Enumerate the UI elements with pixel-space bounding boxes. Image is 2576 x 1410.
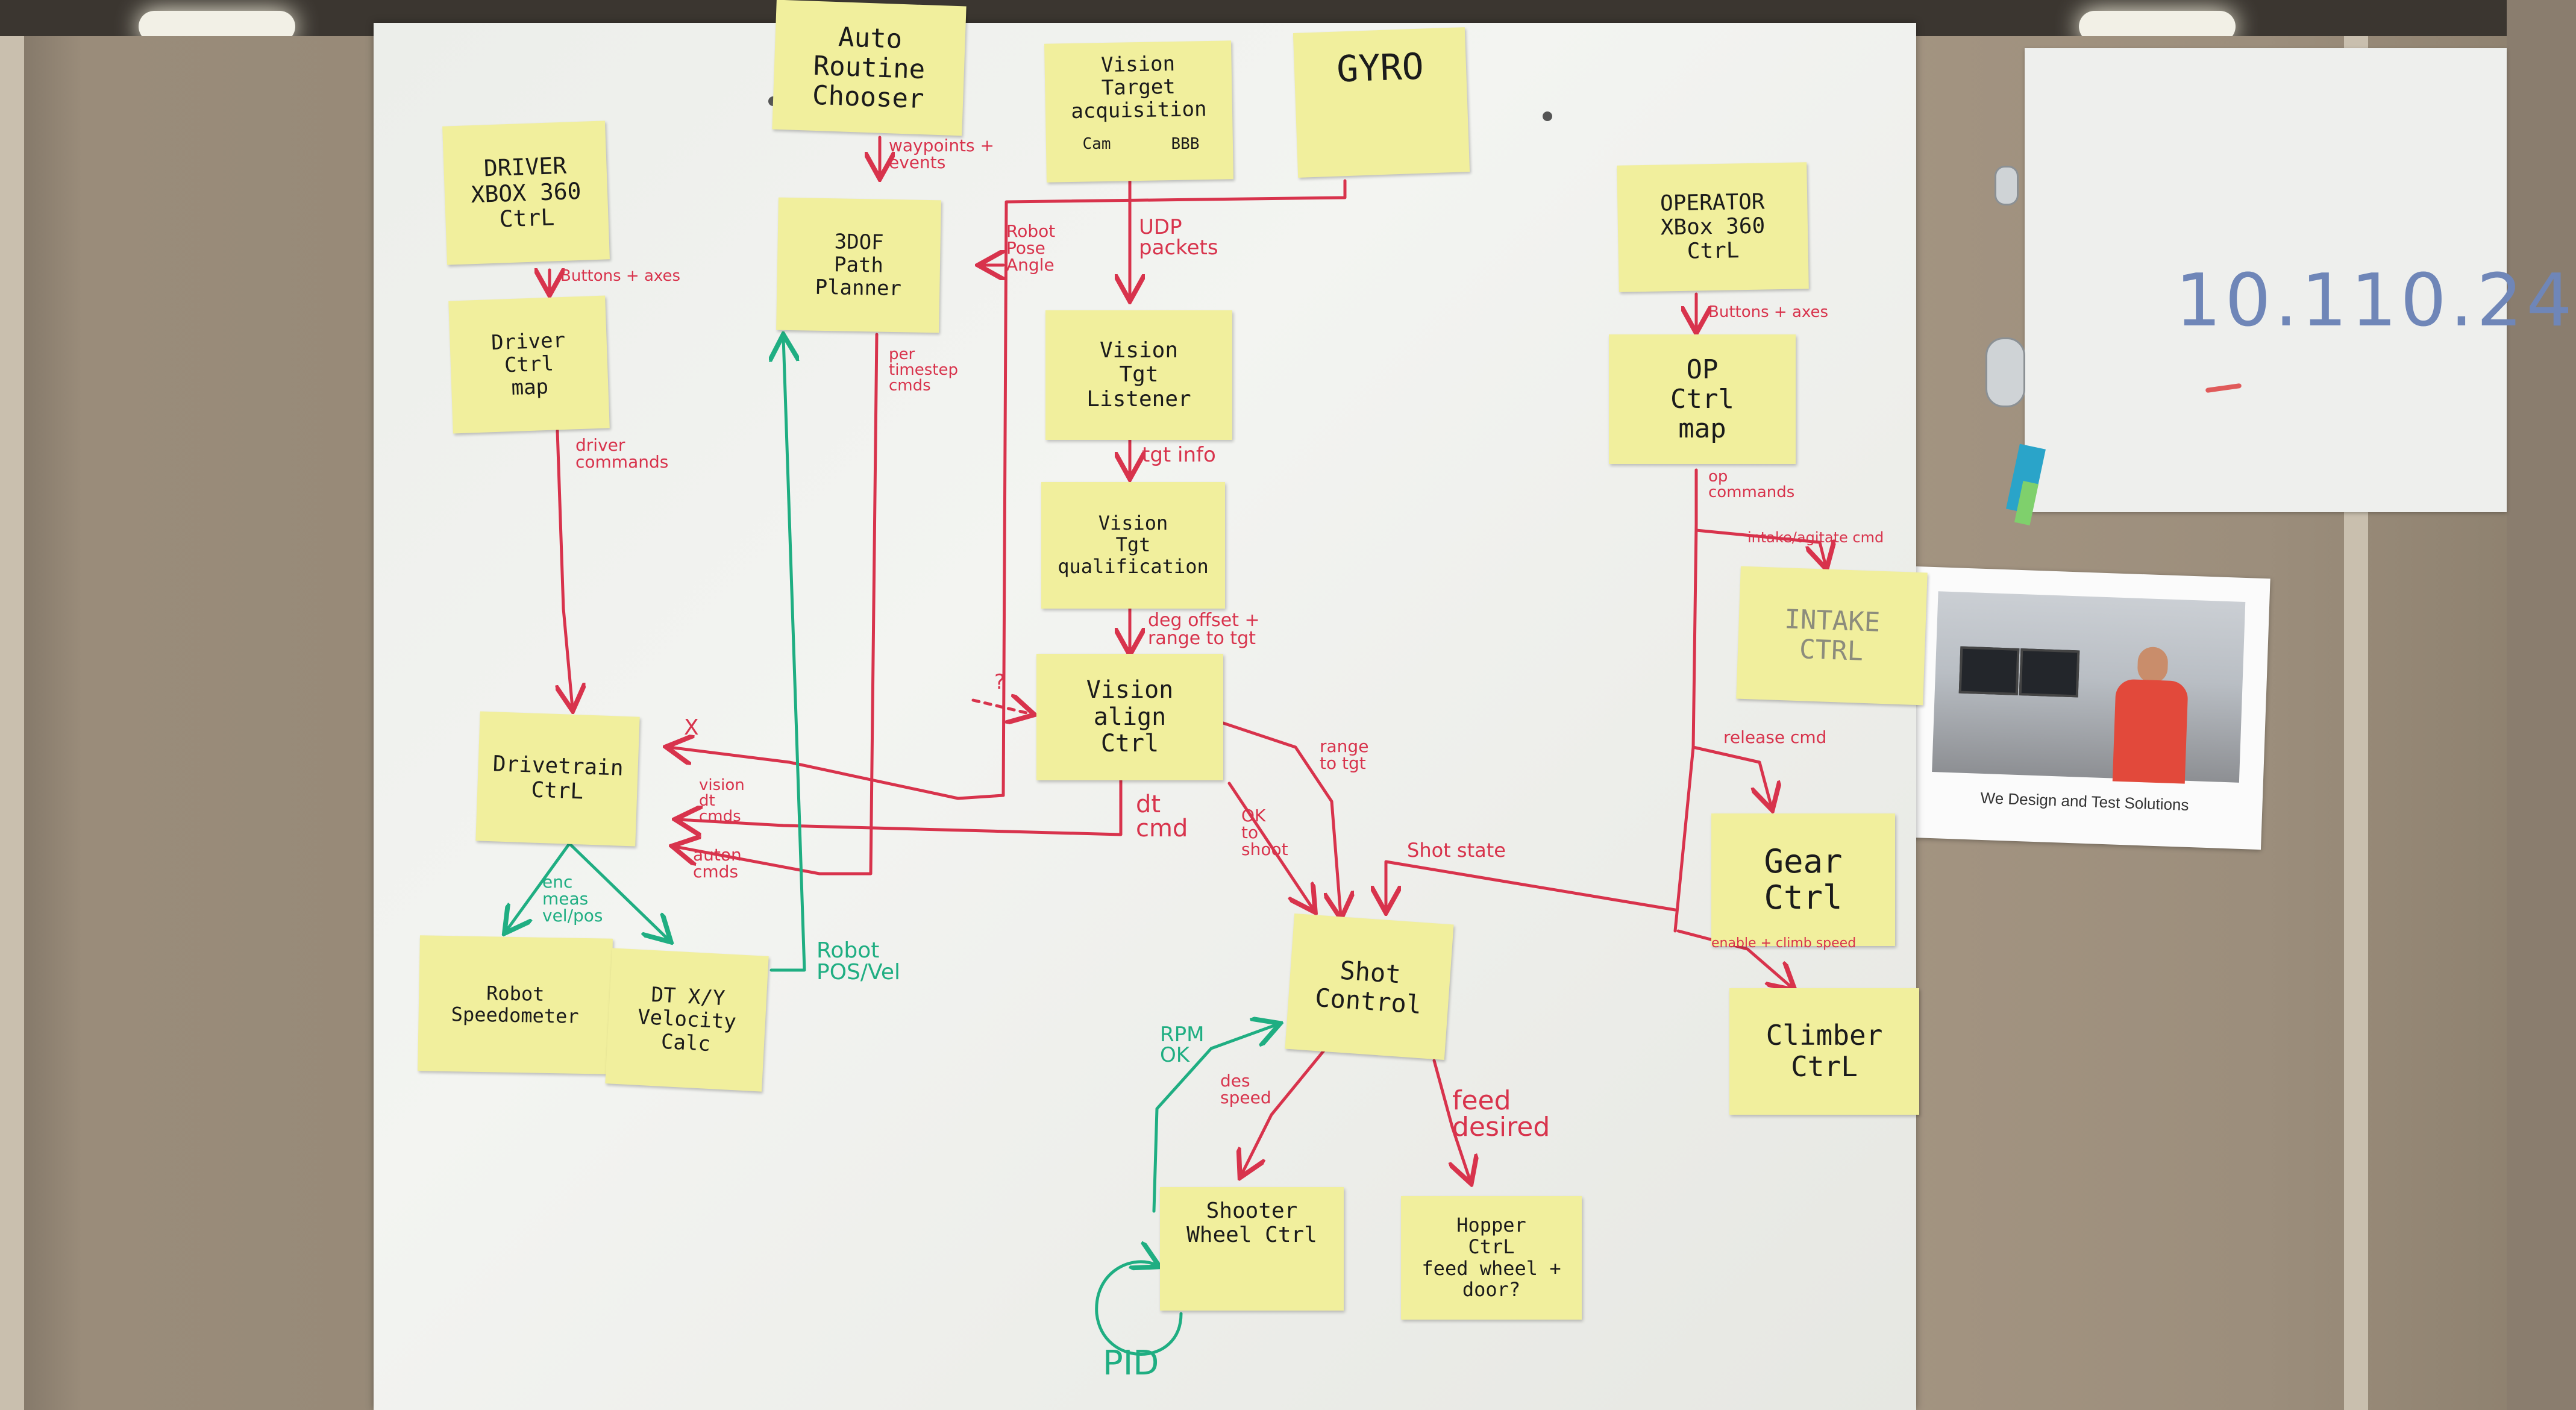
label-buttons-axes-op: Buttons + axes <box>1708 303 1829 321</box>
sticky-3dof-path-planner: 3DOF Path Planner <box>776 197 941 333</box>
label-udp-packets: UDP packets <box>1139 215 1218 260</box>
mouse-clip <box>1985 337 2025 407</box>
sticky-gear-ctrl: Gear Ctrl <box>1711 813 1895 946</box>
arrow-des-speed <box>1241 1047 1327 1175</box>
label-intake-cmd: intake/agitate cmd <box>1747 529 1884 546</box>
label-robot-pose-angle: Robot Pose Angle <box>1006 221 1056 275</box>
sticky-shooter-wheel-ctrl: Shooter Wheel Ctrl <box>1160 1187 1344 1311</box>
arrow-enc-left <box>506 842 571 931</box>
line-pos-vel-to-planner <box>771 337 806 972</box>
label-deg-offset: deg offset + range to tgt <box>1148 610 1260 649</box>
sticky-dt-velocity-calc: DT X/Y Velocity Calc <box>605 948 769 1092</box>
label-waypoints-events: waypoints + events <box>889 136 994 172</box>
printed-paper: 10.110.24 <box>2025 48 2572 512</box>
sticky-climber-ctrl: Climber CtrL <box>1729 988 1919 1115</box>
label-question: ? <box>994 670 1006 694</box>
arrow-enc-right <box>568 842 669 940</box>
sticky-robot-speedometer: Robot Speedometer <box>418 935 613 1074</box>
sticky-vision-align-ctrl: Vision align Ctrl <box>1036 654 1223 780</box>
label-tgt-info: tgt info <box>1142 443 1216 467</box>
sticky-gyro: GYRO <box>1293 27 1470 178</box>
cam-label: Cam <box>1082 135 1111 153</box>
arrow-range-to-shot <box>1221 721 1341 916</box>
label-des-speed: des speed <box>1220 1071 1271 1108</box>
label-buttons-axes-driver: Buttons + axes <box>560 267 681 285</box>
sticky-vision-tgt-qualification: Vision Tgt qualification <box>1041 482 1225 609</box>
arrow-driver-map-to-drivetrain <box>557 429 572 708</box>
line-gyro-to-pose <box>956 179 1347 800</box>
label-feed-desired: feed desired <box>1452 1085 1550 1142</box>
sticky-auto-routine-chooser: Auto Routine Chooser <box>772 0 967 136</box>
arrow-intake-cmd <box>1694 528 1826 566</box>
label-dt-cmd: dt cmd <box>1136 791 1188 842</box>
pushpin-icon <box>1543 111 1552 121</box>
label-per-timestep-cmds: per timestep cmds <box>889 345 958 395</box>
arrow-feed-desired <box>1432 1059 1470 1181</box>
sticky-driver-xbox: DRIVER XBOX 360 CtrL <box>442 121 610 265</box>
cubicle-clip <box>1995 166 2019 205</box>
sticky-op-ctrl-map: OP Ctrl map <box>1609 334 1796 464</box>
label-shot-state: Shot state <box>1407 839 1506 862</box>
line-op-commands-bus <box>1673 468 1698 933</box>
sticky-shot-control: Shot Control <box>1285 913 1454 1060</box>
label-range-to-tgt: range to tgt <box>1320 736 1369 773</box>
vision-target-acquisition-label: Vision Target acquisition <box>1071 51 1207 124</box>
label-ok-to-shoot: OK to shoot <box>1241 806 1288 859</box>
sticky-vision-tgt-listener: Vision Tgt Listener <box>1045 310 1232 440</box>
label-rpm-ok: RPM OK <box>1160 1023 1205 1067</box>
ip-address-text: 10.110.24 <box>2175 259 2576 343</box>
label-enable-climb: enable + climb speed <box>1711 936 1857 951</box>
label-vision-dt-cmds: vision dt cmds <box>699 776 745 826</box>
cubicle-post <box>0 36 24 1410</box>
cubicle-wall-left <box>0 36 410 1410</box>
arrow-rpm-ok <box>1152 1024 1277 1213</box>
diagram-connectors <box>0 130 2507 1356</box>
label-release-cmd: release cmd <box>1723 727 1827 747</box>
label-enc-meas: enc meas vel/pos <box>542 872 603 926</box>
sticky-operator-xbox: OPERATOR XBox 360 CtrL <box>1617 162 1809 292</box>
bbb-label: BBB <box>1171 135 1200 153</box>
pid-loop <box>1095 1262 1183 1356</box>
label-op-commands: op commands <box>1708 468 1795 501</box>
sticky-hopper-ctrl: Hopper CtrL feed wheel + door? <box>1401 1196 1582 1320</box>
label-auton-cmds: auton cmds <box>693 845 742 882</box>
arrow-shot-state <box>1386 860 1677 910</box>
sticky-intake-ctrl: INTAKE CTRL <box>1736 566 1928 706</box>
arrow-question <box>971 700 1032 714</box>
sticky-vision-target-acquisition: Vision Target acquisition <box>1044 40 1233 183</box>
sticky-drivetrain-ctrl: Drivetrain CtrL <box>475 711 640 847</box>
label-x: X <box>684 715 699 740</box>
sticky-driver-ctrl-map: Driver Ctrl map <box>448 295 610 434</box>
label-driver-commands: driver commands <box>575 435 669 472</box>
label-pid: PID <box>1103 1344 1159 1383</box>
line-planner-cmds <box>675 333 879 876</box>
label-robot-pos-vel: Robot POS/Vel <box>816 938 901 985</box>
line-x <box>669 747 960 800</box>
arrow-climb <box>1676 929 1793 988</box>
arrow-ok-to-shoot <box>1227 782 1314 910</box>
line-align-to-drivetrain <box>678 779 1123 836</box>
arrow-release-cmd <box>1691 745 1772 807</box>
